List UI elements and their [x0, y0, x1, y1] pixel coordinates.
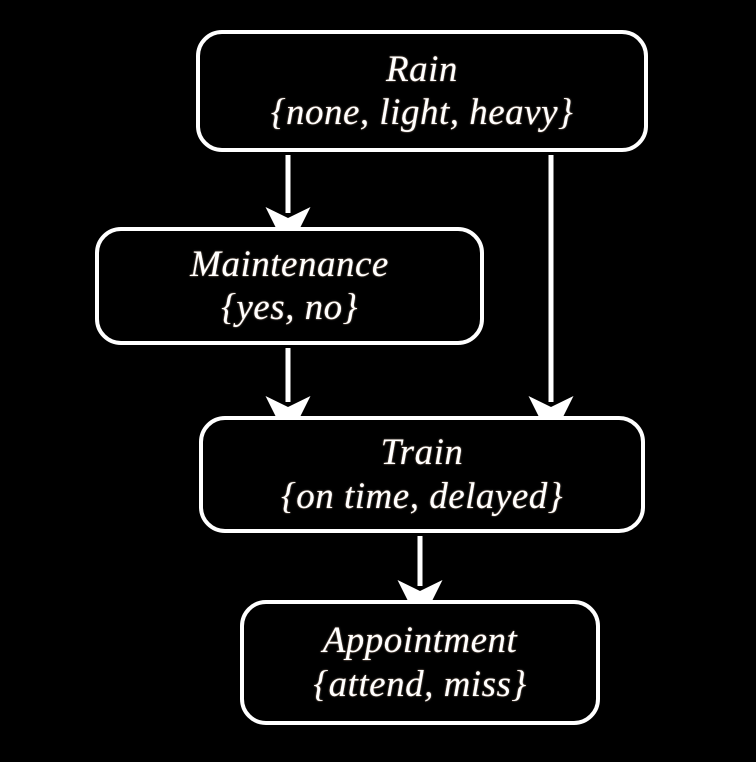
node-maintenance[interactable]: Maintenance {yes, no}	[95, 227, 484, 345]
node-appointment-label: Appointment	[322, 620, 518, 662]
node-train[interactable]: Train {on time, delayed}	[199, 416, 645, 533]
node-appointment[interactable]: Appointment {attend, miss}	[240, 600, 600, 725]
node-rain[interactable]: Rain {none, light, heavy}	[196, 30, 648, 152]
node-rain-states: {none, light, heavy}	[270, 92, 574, 133]
node-train-label: Train	[380, 432, 464, 474]
node-maintenance-label: Maintenance	[190, 243, 389, 285]
node-maintenance-states: {yes, no}	[221, 287, 358, 328]
node-appointment-states: {attend, miss}	[313, 663, 527, 705]
node-rain-label: Rain	[386, 48, 458, 90]
node-train-states: {on time, delayed}	[280, 475, 564, 517]
